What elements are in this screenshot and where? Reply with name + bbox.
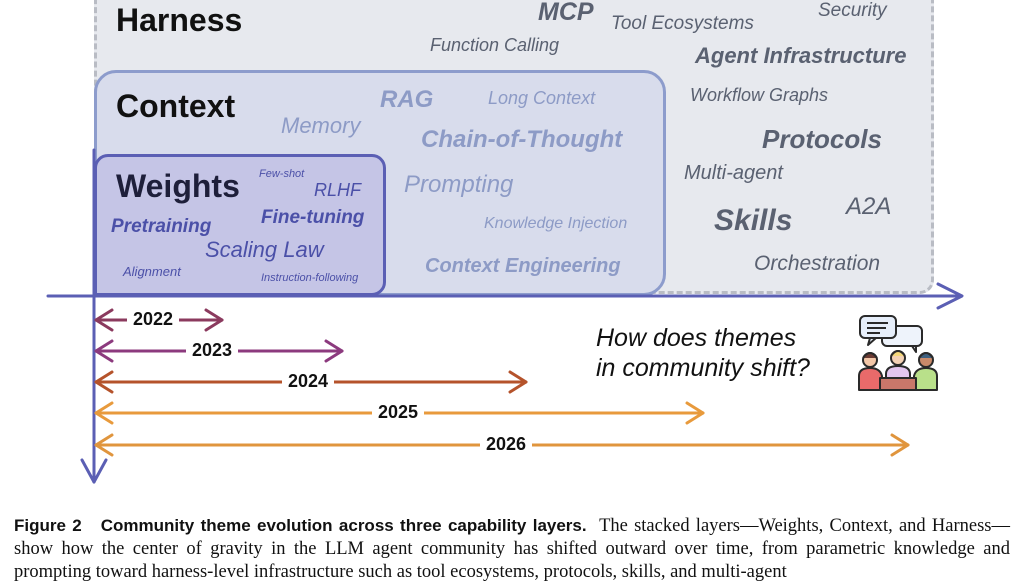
- term-pretraining: Pretraining: [111, 216, 212, 237]
- term-long-context: Long Context: [488, 88, 596, 108]
- term-fine-tuning: Fine-tuning: [261, 207, 365, 228]
- term-protocols: Protocols: [762, 124, 882, 154]
- year-label-2026: 2026: [480, 434, 533, 455]
- term-orchestration: Orchestration: [754, 252, 881, 275]
- term-chain-of-thought: Chain-of-Thought: [421, 126, 623, 153]
- term-a2a: A2A: [846, 193, 892, 220]
- question-line-1: How does themes: [596, 324, 797, 352]
- term-rlhf: RLHF: [314, 180, 362, 200]
- term-function-calling: Function Calling: [430, 35, 560, 55]
- term-memory: Memory: [281, 113, 361, 138]
- term-rag: RAG: [380, 86, 434, 113]
- term-skills: Skills: [714, 204, 793, 237]
- term-alignment: Alignment: [123, 264, 181, 279]
- term-workflow-graphs: Workflow Graphs: [690, 85, 829, 105]
- year-label-2025: 2025: [372, 402, 425, 423]
- community-discussion-icon: [858, 315, 938, 391]
- harness-layer-title: Harness: [116, 2, 243, 38]
- term-prompting: Prompting: [404, 171, 514, 198]
- year-label-2022: 2022: [127, 309, 180, 330]
- question-text: How does themes in community shift?: [596, 323, 810, 383]
- term-agent-infrastructure: Agent Infrastructure: [695, 43, 907, 68]
- figure-caption: Figure 2 Community theme evolution acros…: [14, 514, 1010, 584]
- term-context-engineering: Context Engineering: [425, 255, 621, 277]
- term-knowledge-injection: Knowledge Injection: [484, 215, 628, 232]
- term-tool-ecosystems: Tool Ecosystems: [611, 13, 754, 34]
- term-security: Security: [818, 0, 887, 21]
- caption-label: Figure 2: [14, 516, 82, 535]
- question-line-2: in community shift?: [596, 354, 810, 382]
- timeline-arrows: [46, 148, 964, 484]
- weights-layer-title: Weights: [116, 168, 240, 204]
- term-few-shot: Few-shot: [259, 168, 305, 180]
- year-label-2024: 2024: [282, 371, 335, 392]
- term-mcp: MCP: [538, 0, 594, 26]
- caption-title: Community theme evolution across three c…: [100, 516, 587, 535]
- year-label-2023: 2023: [186, 340, 239, 361]
- term-multi-agent: Multi-agent: [684, 162, 783, 184]
- term-instruction-following: Instruction-following: [261, 272, 359, 284]
- context-layer-title: Context: [116, 88, 236, 124]
- term-scaling-law: Scaling Law: [205, 237, 324, 262]
